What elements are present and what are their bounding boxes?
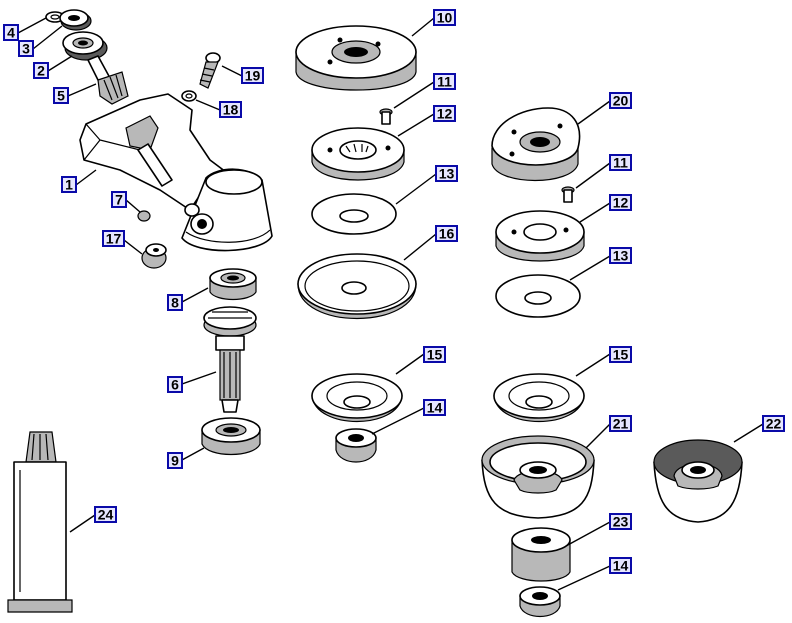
part-spacer-23 (511, 527, 571, 582)
svg-text:12: 12 (437, 106, 453, 122)
callout-14-left: 14 (423, 399, 446, 416)
part-deflector-cup (481, 435, 595, 519)
callout-12-right: 12 (609, 194, 632, 211)
svg-text:19: 19 (245, 68, 261, 84)
callout-1: 1 (61, 176, 77, 193)
callout-labels: 4 3 2 5 1 7 17 19 (3, 9, 785, 574)
callout-9: 9 (167, 452, 183, 469)
part-cup-22 (653, 439, 743, 523)
callout-15-left: 15 (423, 346, 446, 363)
callout-19: 19 (241, 67, 264, 84)
callout-14-right: 14 (609, 557, 632, 574)
part-bevel-pinion (87, 55, 129, 105)
callout-11-left: 11 (433, 73, 456, 90)
callout-10: 10 (433, 9, 456, 26)
part-bearing-8 (209, 268, 257, 301)
svg-text:18: 18 (223, 102, 239, 118)
svg-text:11: 11 (437, 74, 452, 90)
part-splined-plate-left (311, 127, 405, 181)
part-thrust-washer-right (493, 373, 585, 422)
part-washer-13-left (311, 193, 397, 235)
svg-text:12: 12 (613, 195, 629, 211)
svg-text:9: 9 (171, 453, 179, 469)
svg-text:21: 21 (613, 416, 629, 432)
part-gear-shaft (203, 306, 257, 413)
callout-15-right: 15 (609, 346, 632, 363)
svg-text:6: 6 (171, 377, 179, 393)
callout-23: 23 (609, 513, 632, 530)
callout-4: 4 (3, 24, 19, 41)
part-screw-19 (199, 52, 221, 89)
part-grease-tube (7, 431, 73, 613)
part-thrust-plate-20 (491, 107, 581, 181)
svg-text:5: 5 (57, 88, 65, 104)
part-thrust-plate (295, 25, 417, 91)
svg-text:14: 14 (427, 400, 443, 416)
part-ring (59, 9, 92, 31)
callout-3: 3 (18, 40, 34, 57)
svg-text:11: 11 (613, 155, 628, 171)
part-washer-18 (181, 90, 197, 102)
svg-text:14: 14 (613, 558, 629, 574)
part-splined-plate-right (495, 210, 585, 262)
callout-17: 17 (102, 230, 125, 247)
part-nut-right (519, 586, 561, 618)
svg-text:23: 23 (613, 514, 629, 530)
callout-6: 6 (167, 376, 183, 393)
svg-text:8: 8 (171, 295, 179, 311)
svg-text:20: 20 (613, 93, 629, 109)
callout-16: 16 (435, 225, 458, 242)
part-gear-housing (79, 93, 273, 252)
callout-22: 22 (762, 415, 785, 432)
part-thrust-washer-left (311, 373, 403, 422)
svg-text:22: 22 (766, 416, 782, 432)
callout-8: 8 (167, 294, 183, 311)
callout-11-right: 11 (609, 154, 632, 171)
part-upper-bearing (62, 31, 108, 61)
callout-24: 24 (94, 506, 117, 523)
callout-12-left: 12 (433, 105, 456, 122)
callout-5: 5 (53, 87, 69, 104)
svg-text:3: 3 (22, 41, 30, 57)
svg-text:13: 13 (613, 248, 629, 264)
svg-text:15: 15 (613, 347, 629, 363)
svg-text:10: 10 (437, 10, 453, 26)
callout-20: 20 (609, 92, 632, 109)
part-screw-11-right (561, 186, 575, 203)
part-cup-washer (297, 253, 417, 319)
part-bearing-9 (201, 417, 261, 455)
callout-13-right: 13 (609, 247, 632, 264)
callout-7: 7 (111, 191, 127, 208)
svg-text:15: 15 (427, 347, 443, 363)
part-washer-13-right (495, 274, 581, 318)
callout-18: 18 (219, 101, 242, 118)
svg-text:17: 17 (106, 231, 122, 247)
part-nut-left (335, 428, 377, 463)
callout-2: 2 (33, 62, 49, 79)
svg-text:2: 2 (37, 63, 45, 79)
leader-lines (17, 17, 764, 591)
svg-text:1: 1 (65, 177, 73, 193)
part-screw-plug-17 (141, 243, 167, 269)
part-plug-7 (137, 210, 151, 222)
svg-text:13: 13 (439, 166, 455, 182)
svg-text:24: 24 (98, 507, 114, 523)
svg-text:7: 7 (115, 192, 123, 208)
svg-text:16: 16 (439, 226, 455, 242)
svg-text:4: 4 (7, 25, 15, 41)
callout-13-left: 13 (435, 165, 458, 182)
part-screw-11-left (379, 108, 393, 125)
callout-21: 21 (609, 415, 632, 432)
